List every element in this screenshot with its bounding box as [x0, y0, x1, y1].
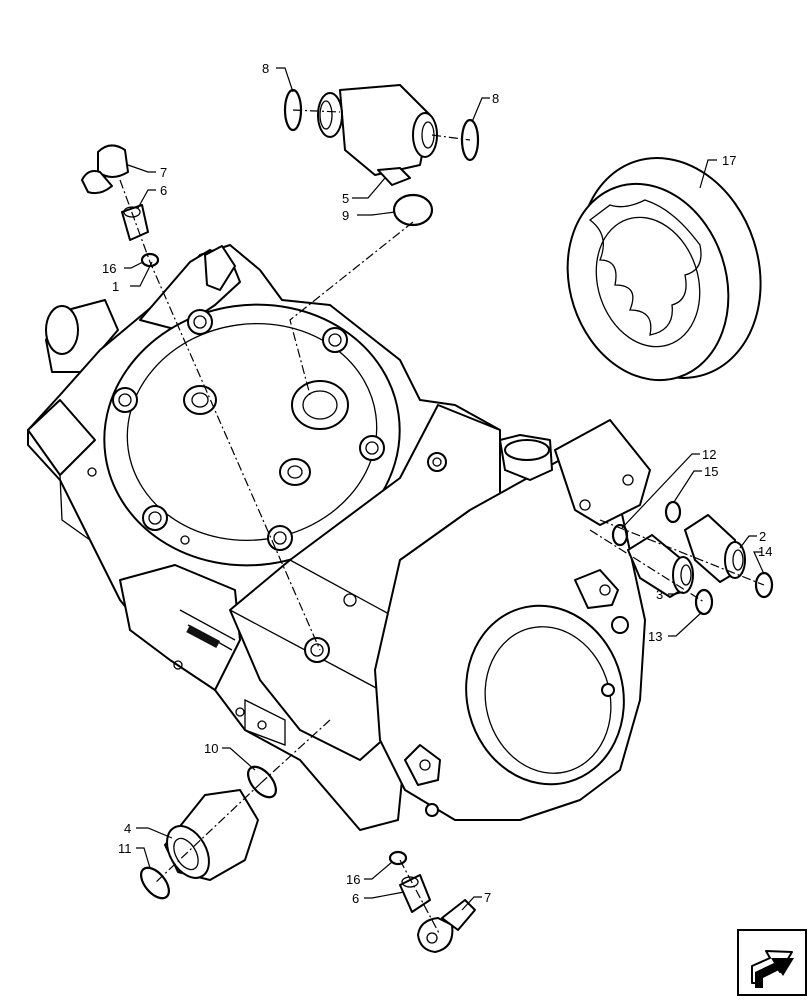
cap-7-bottom	[417, 899, 476, 953]
callout-labels: 8 8 17 7 6 5 9 16 1 12 15 2 14 3 13 10 4…	[102, 61, 772, 906]
o-ring-16-bottom	[388, 850, 408, 866]
o-ring-12	[611, 523, 629, 547]
o-ring-10	[247, 765, 277, 799]
fitting-6-top	[121, 204, 149, 241]
callout-4: 4	[124, 821, 131, 836]
o-ring-11	[140, 866, 170, 900]
o-ring-15	[664, 500, 682, 524]
o-ring-8-right	[460, 118, 480, 162]
arrow-icon[interactable]	[737, 929, 807, 996]
callout-2: 2	[759, 529, 766, 544]
callout-14: 14	[758, 544, 772, 559]
callout-7-top: 7	[160, 165, 167, 180]
callout-leaders	[124, 67, 765, 911]
cap-7-top	[81, 144, 129, 195]
fitting-2	[684, 514, 746, 583]
center-lines	[119, 109, 765, 936]
callout-8-left: 8	[262, 61, 269, 76]
callout-6-bottom: 6	[352, 891, 359, 906]
plate-bolts	[112, 309, 385, 551]
callout-10: 10	[204, 741, 218, 756]
o-ring-16-top	[140, 252, 160, 268]
callout-11: 11	[118, 841, 132, 856]
pump-housing	[27, 244, 651, 831]
callout-15: 15	[704, 464, 718, 479]
callout-5: 5	[342, 191, 349, 206]
callout-12: 12	[702, 447, 716, 462]
callout-7-bottom: 7	[484, 890, 491, 905]
callout-1: 1	[112, 279, 119, 294]
fitting-4	[164, 789, 259, 881]
gear-ring	[566, 157, 762, 382]
callout-9: 9	[342, 208, 349, 223]
callout-17: 17	[722, 153, 736, 168]
o-ring-13	[694, 588, 714, 616]
fitting-6-bottom	[399, 874, 431, 913]
callout-16-bottom: 16	[346, 872, 360, 887]
callout-16-top: 16	[102, 261, 116, 276]
callout-13: 13	[648, 629, 662, 644]
valve-assembly	[317, 84, 438, 186]
o-ring-9	[392, 193, 434, 227]
callout-3: 3	[656, 587, 663, 602]
callout-8-right: 8	[492, 91, 499, 106]
fitting-3	[627, 534, 694, 598]
callout-6-top: 6	[160, 183, 167, 198]
